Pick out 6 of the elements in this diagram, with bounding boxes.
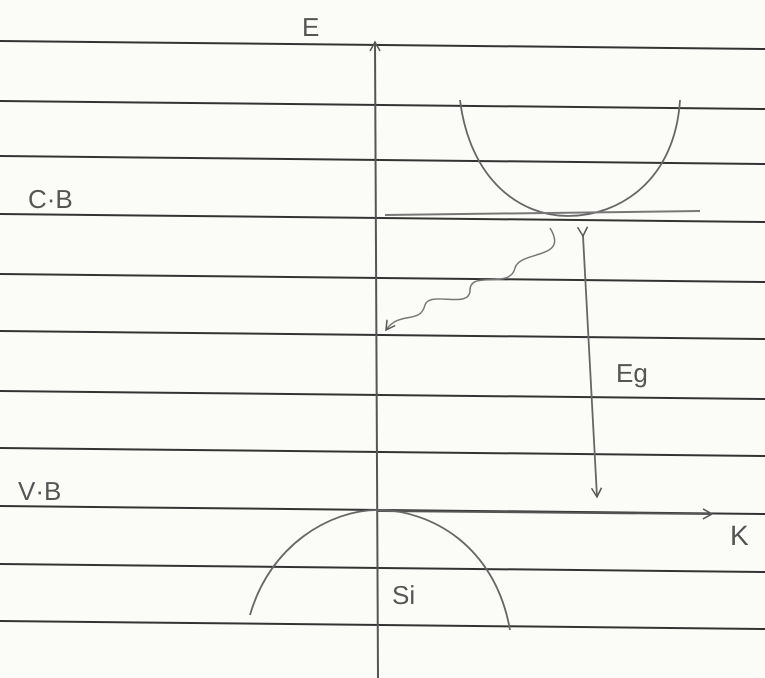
axis-label: E: [302, 14, 320, 40]
axis-label: K: [730, 522, 749, 550]
axis-label: V·B: [18, 478, 62, 504]
axis-label: C·B: [28, 186, 73, 212]
axis-label: Eg: [616, 360, 648, 386]
axis-label: Si: [392, 582, 416, 608]
